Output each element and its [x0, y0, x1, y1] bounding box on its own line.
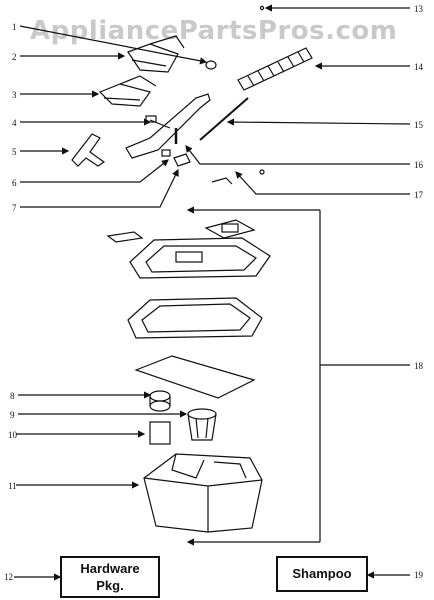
- part-18-filter-sheet: [134, 355, 256, 399]
- callout-18: 18: [414, 361, 423, 371]
- part-9-cup: [187, 408, 217, 441]
- callout-4: 4: [12, 118, 17, 128]
- callout-1: 1: [12, 22, 17, 32]
- part-8-cap: [149, 390, 171, 412]
- callout-7: 7: [12, 203, 17, 213]
- part-10-filter: [149, 421, 171, 445]
- bracket-18: [186, 206, 410, 546]
- hardware-pkg-box: Hardware Pkg.: [60, 556, 160, 598]
- part-15-rod: [199, 97, 249, 141]
- callout-3: 3: [12, 90, 17, 100]
- callout-2: 2: [12, 52, 17, 62]
- callout-17: 17: [414, 190, 423, 200]
- shampoo-box: Shampoo: [276, 556, 368, 592]
- part-18-gasket-small: [106, 219, 256, 243]
- callout-13: 13: [414, 4, 423, 14]
- callout-11: 11: [8, 481, 17, 491]
- part-11-tank: [143, 453, 263, 533]
- leader-lines: [14, 4, 411, 581]
- callout-5: 5: [12, 147, 17, 157]
- part-17-clip: [211, 177, 233, 185]
- part-18-mid-plate: [127, 297, 263, 339]
- callout-6: 6: [12, 178, 17, 188]
- callout-19: 19: [414, 570, 423, 580]
- part-1-cap: [205, 60, 217, 70]
- watermark: AppliancePartsPros.com: [30, 16, 398, 46]
- callout-14: 14: [414, 62, 423, 72]
- callout-12: 12: [4, 572, 13, 582]
- part-13-washer: [259, 169, 265, 175]
- part-7-clip: [173, 153, 191, 167]
- part-2-nozzle: [127, 35, 185, 73]
- callout-9: 9: [10, 410, 15, 420]
- callout-8: 8: [10, 391, 15, 401]
- part-6-clip: [161, 149, 171, 157]
- part-14-hose: [237, 47, 313, 91]
- part-5-bracket: [71, 133, 106, 167]
- hardware-line2: Pkg.: [96, 578, 124, 593]
- hardware-line1: Hardware: [80, 561, 140, 576]
- callout-16: 16: [414, 160, 423, 170]
- part-18-top-plate: [129, 237, 271, 279]
- part-3-nozzle: [98, 75, 157, 107]
- callout-10: 10: [8, 430, 17, 440]
- callout-15: 15: [414, 120, 423, 130]
- part-4-wand: [125, 93, 211, 159]
